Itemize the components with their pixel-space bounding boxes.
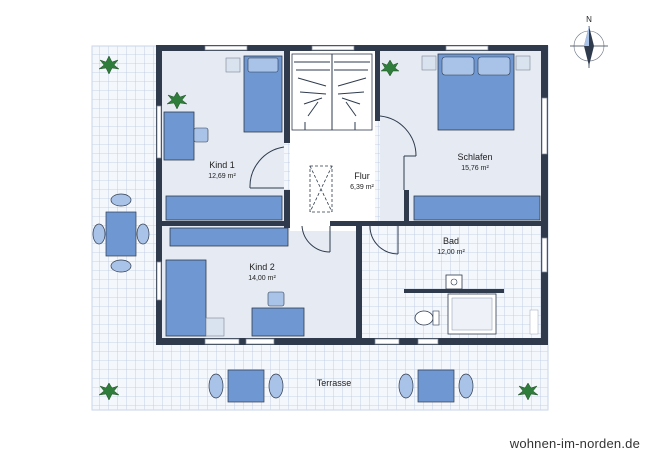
windows [156,45,548,345]
room-area-kind1: 12,69 m² [208,173,236,180]
staircase [291,53,373,131]
room-name-bad: Bad [443,236,459,246]
room-area-bad: 12,00 m² [437,249,465,256]
room-name-flur: Flur [354,171,370,181]
room-area-flur: 6,39 m² [350,184,374,191]
room-area-schlafen: 15,76 m² [461,165,489,172]
room-name-schlafen: Schlafen [457,152,492,162]
room-name-kind1: Kind 1 [209,160,235,170]
room-area-kind2: 14,00 m² [248,275,276,282]
attic-hatch [309,165,333,213]
plant-icons [98,55,539,401]
terrace-furniture [92,193,474,403]
kind2-furniture [165,259,305,337]
kind1-furniture [163,55,289,247]
door-swings [249,115,417,255]
schlafen-furniture [413,53,541,221]
north-compass-icon [570,26,608,68]
room-name-kind2: Kind 2 [249,262,275,272]
room-name-terrasse: Terrasse [317,378,352,388]
bad-fixtures [414,274,539,335]
site-watermark: wohnen-im-norden.de [509,436,640,451]
compass-letter: N [586,15,592,24]
